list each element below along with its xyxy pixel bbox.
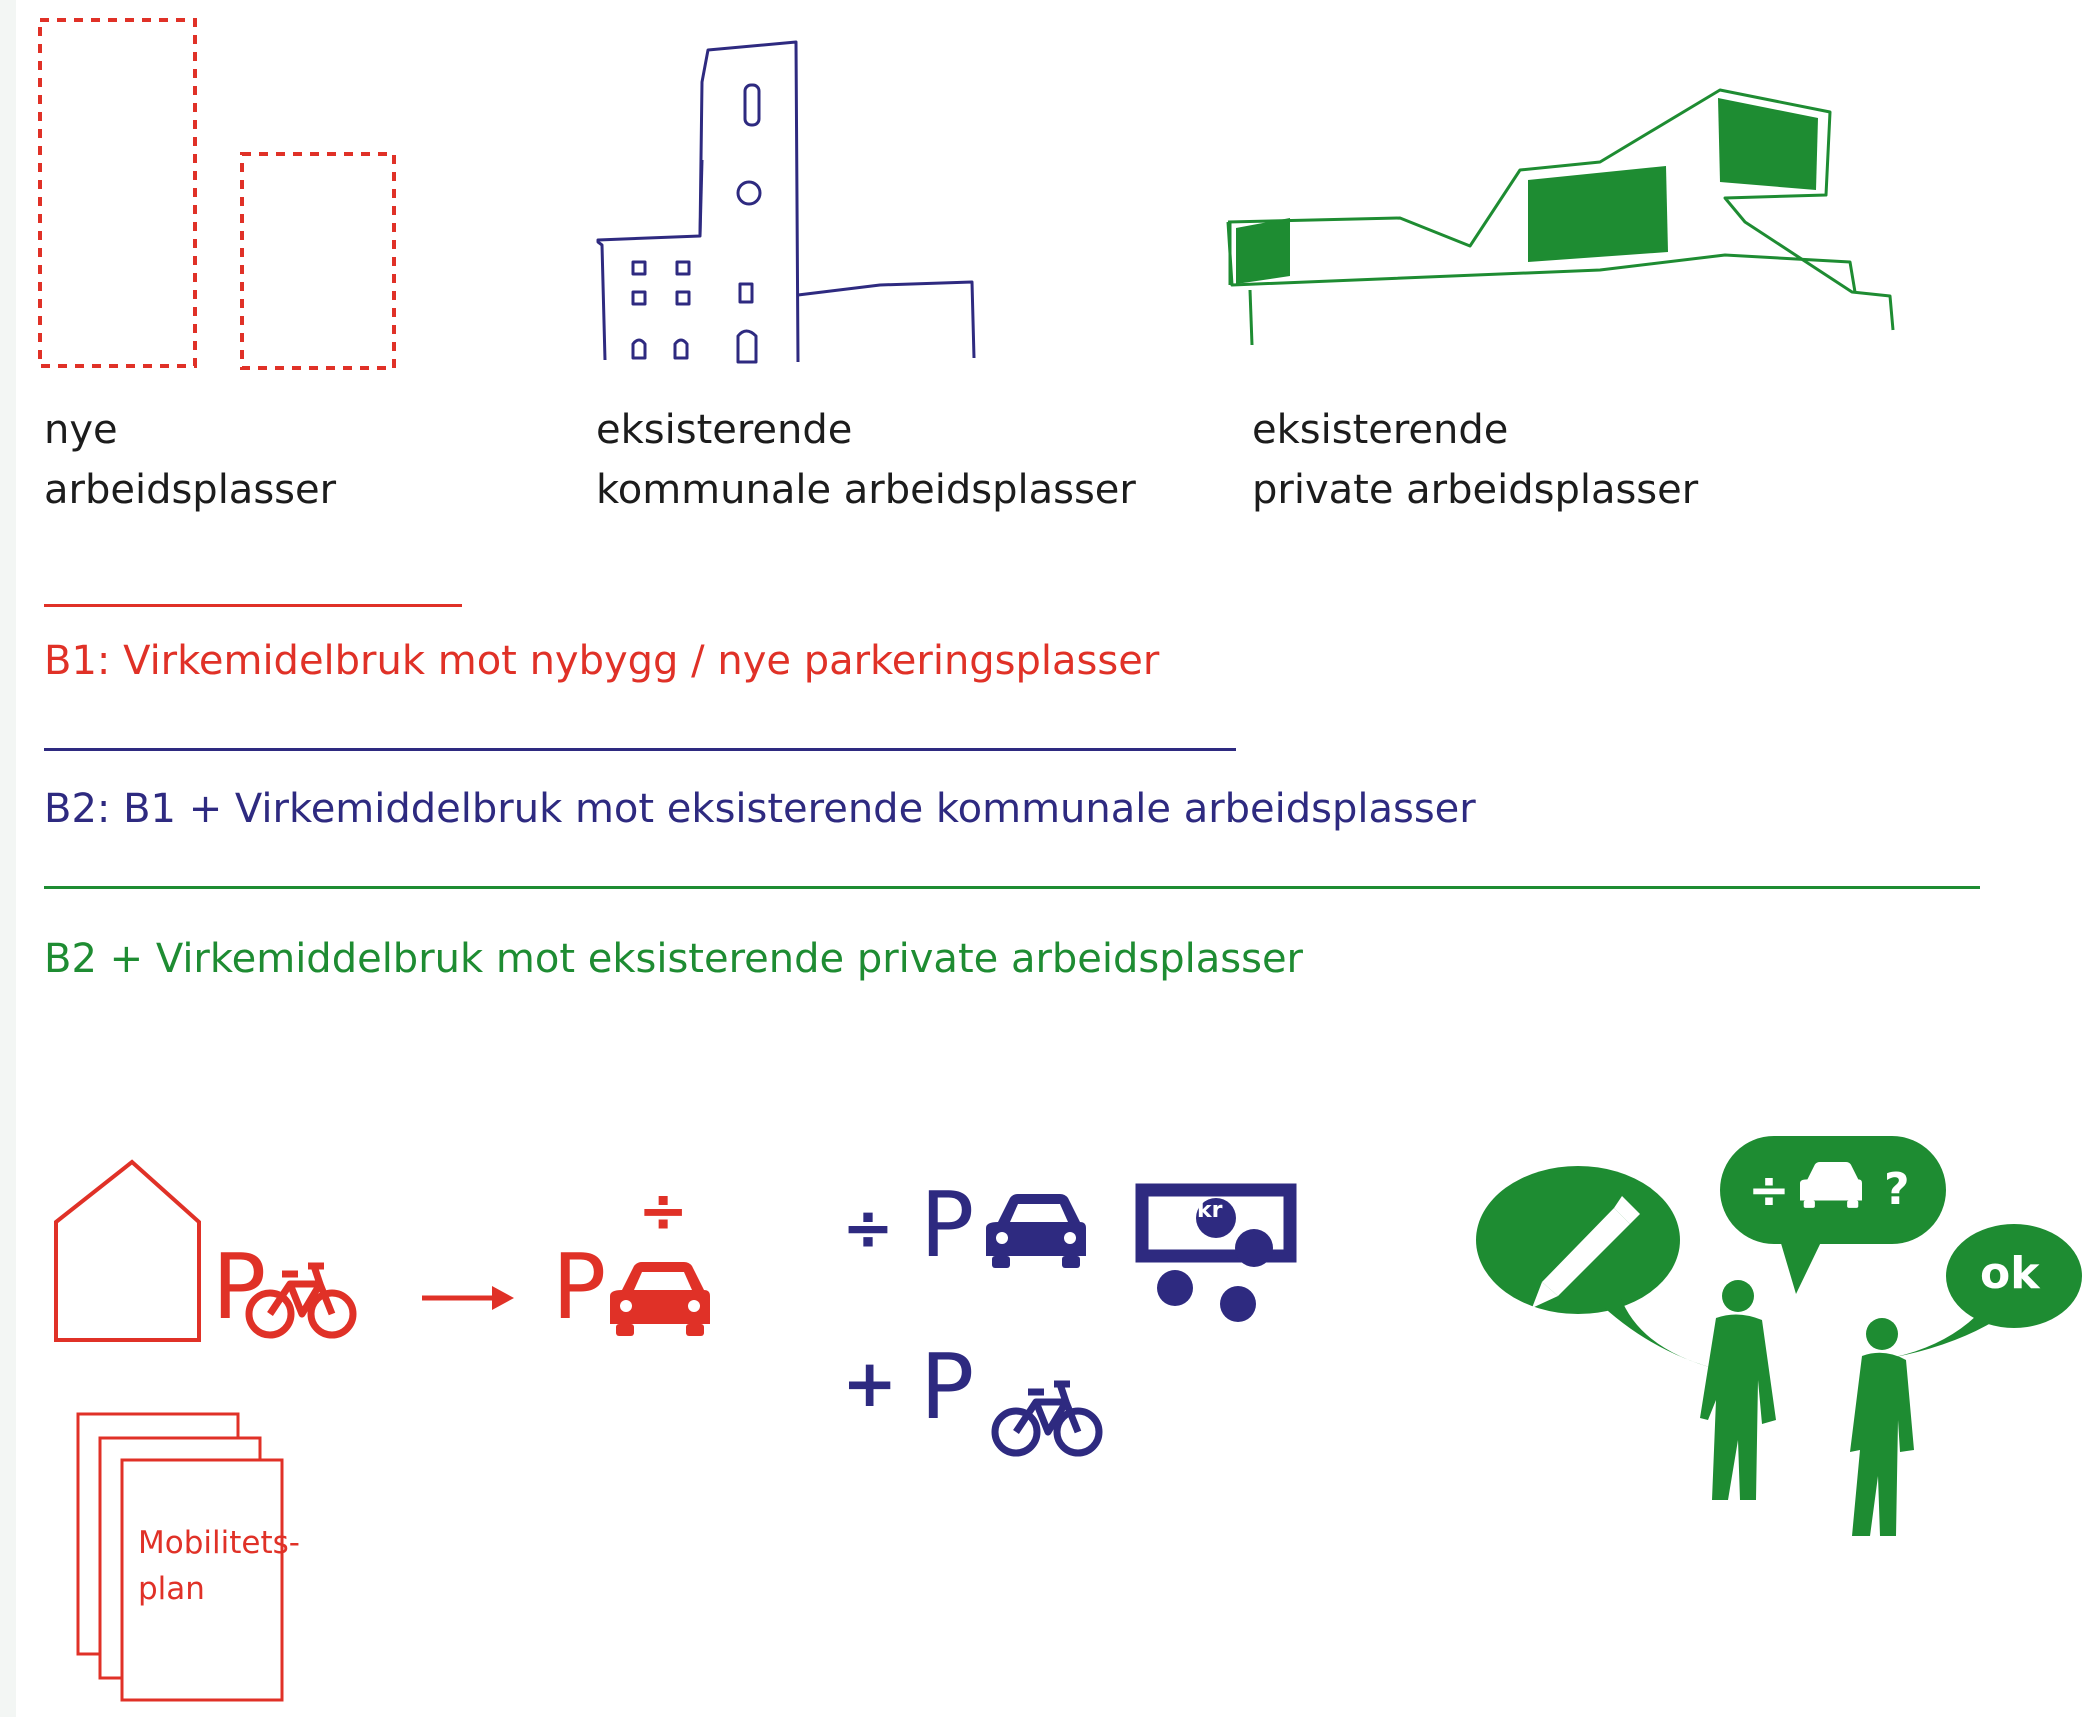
band-b3-label: B2 + Virkemiddelbruk mot eksisterende pr… xyxy=(44,936,1304,982)
caption-line1: eksisterende xyxy=(596,407,853,453)
new-building-house-icon xyxy=(54,1159,201,1342)
minus-sign-green: ÷ xyxy=(1748,1161,1790,1219)
old-municipal-building-icon xyxy=(596,40,976,364)
p-letter-blue-2: P xyxy=(920,1335,975,1440)
arrow-icon xyxy=(422,1286,514,1310)
pencil-icon xyxy=(1532,1196,1640,1308)
road-pricing-truck-icon xyxy=(1135,1183,1297,1322)
kr-label: kr xyxy=(1197,1198,1223,1223)
caption-existing-private: eksisterende private arbeidsplasser xyxy=(1252,400,1698,520)
caption-line1: eksisterende xyxy=(1252,407,1509,453)
bike-parking-icon-blue xyxy=(995,1384,1099,1453)
caption-line2: arbeidsplasser xyxy=(44,467,337,513)
left-margin-strip xyxy=(0,0,16,1717)
minus-sign-blue: ÷ xyxy=(842,1191,894,1264)
new-buildings-icon xyxy=(38,18,396,370)
p-letter-blue-1: P xyxy=(920,1173,975,1278)
p-letter-red-1: P xyxy=(212,1235,267,1340)
rule-b2 xyxy=(44,748,1236,751)
caption-existing-municipal: eksisterende kommunale arbeidsplasser xyxy=(596,400,1136,520)
minus-sign-red: ÷ xyxy=(638,1176,689,1246)
plus-sign-blue: + xyxy=(842,1345,898,1422)
caption-line2: kommunale arbeidsplasser xyxy=(596,467,1136,513)
question-mark: ? xyxy=(1884,1164,1910,1215)
p-letter-red-2: P xyxy=(552,1235,607,1340)
mobility-plan-documents-icon xyxy=(76,1412,284,1702)
car-parking-icon-blue xyxy=(986,1194,1086,1268)
mobility-plan-label: Mobilitets- plan xyxy=(138,1520,300,1612)
rule-b3 xyxy=(44,886,1980,889)
people-silhouettes-icon xyxy=(1700,1280,1914,1536)
band-b1-label: B1: Virkemidelbruk mot nybygg / nye park… xyxy=(44,638,1160,684)
rule-b1 xyxy=(44,604,462,607)
caption-line1: nye xyxy=(44,407,118,453)
modern-private-building-icon xyxy=(1226,88,1895,346)
car-parking-icon-red xyxy=(610,1262,710,1336)
mobility-plan-line2: plan xyxy=(138,1571,205,1607)
caption-line2: private arbeidsplasser xyxy=(1252,467,1699,513)
band-b2-label: B2: B1 + Virkemiddelbruk mot eksisterend… xyxy=(44,786,1476,832)
mobility-plan-line1: Mobilitets- xyxy=(138,1525,300,1561)
ok-label: ok xyxy=(1980,1248,2040,1299)
caption-new-workplaces: nye arbeidsplasser xyxy=(44,400,336,520)
